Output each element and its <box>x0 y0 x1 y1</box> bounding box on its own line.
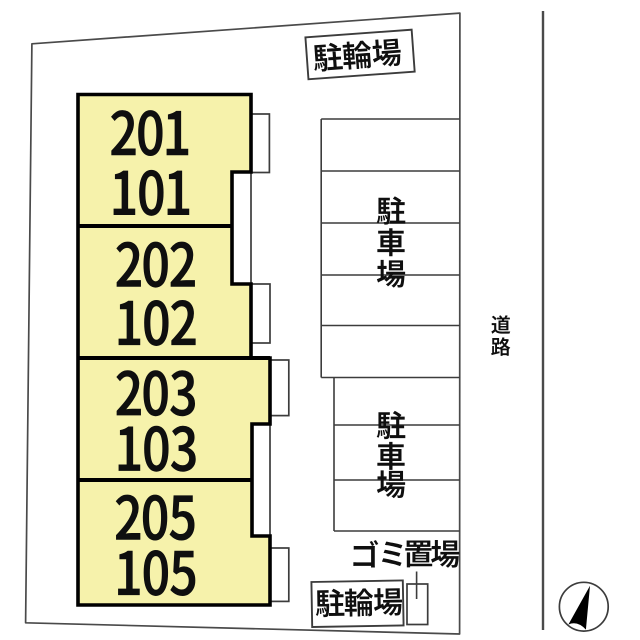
balcony-unit-205 <box>269 547 290 603</box>
compass-north-arrow <box>558 581 610 632</box>
bicycle-parking-bottom-box <box>310 579 405 628</box>
building-outline <box>76 92 272 607</box>
balcony-unit-203 <box>269 359 290 417</box>
balcony-unit-201 <box>250 113 271 174</box>
unit-separators <box>78 224 270 482</box>
bicycle-parking-bottom <box>310 579 405 628</box>
entry-recess-lines <box>250 172 271 536</box>
north-needle <box>568 585 590 630</box>
balcony-unit-202 <box>250 283 271 344</box>
building-balconies <box>250 113 290 603</box>
